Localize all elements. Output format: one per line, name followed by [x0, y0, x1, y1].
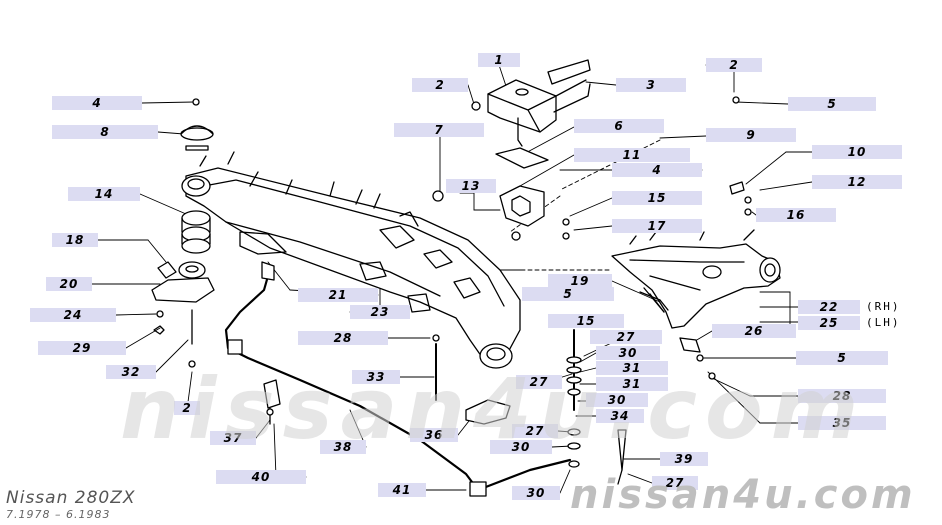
callout-c3: 3	[616, 78, 686, 92]
callout-c31b: 31	[596, 377, 668, 391]
callout-c37: 37	[210, 431, 256, 445]
variant-lh: (LH)	[866, 316, 901, 329]
callout-c41: 41	[378, 483, 426, 497]
callout-c4a: 4	[52, 96, 142, 110]
callout-c5a: 5	[788, 97, 876, 111]
callout-c23: 23	[350, 305, 410, 319]
callout-c31a: 31	[596, 361, 668, 375]
callout-c22: 22	[798, 300, 860, 314]
callout-c36: 36	[410, 428, 458, 442]
lower-control-arm	[611, 96, 781, 380]
callout-c27a: 27	[590, 330, 662, 344]
variant-rh: (RH)	[866, 300, 901, 313]
callout-c39: 39	[660, 452, 708, 466]
callout-c35: 35	[798, 416, 886, 430]
callout-c16: 16	[756, 208, 836, 222]
model-years: 7.1978 – 6.1983	[6, 508, 111, 521]
callout-c15b: 15	[548, 314, 624, 328]
callout-c19: 19	[548, 274, 612, 288]
callout-c2b: 2	[706, 58, 762, 72]
callout-c27b: 27	[516, 375, 562, 389]
callout-c20: 20	[46, 277, 92, 291]
callout-c13: 13	[446, 179, 496, 193]
callout-c38: 38	[320, 440, 366, 454]
callout-c30c: 30	[490, 440, 552, 454]
callout-c6: 6	[574, 119, 664, 133]
rear-crossmember	[181, 151, 521, 369]
watermark: nissan4u.com	[120, 360, 867, 458]
mount-insulators	[151, 98, 215, 368]
callout-c24: 24	[30, 308, 116, 322]
callout-c12: 12	[812, 175, 902, 189]
callout-c18: 18	[52, 233, 98, 247]
callout-c11: 11	[574, 148, 690, 162]
callout-c10: 10	[812, 145, 902, 159]
callout-c1: 1	[478, 53, 520, 67]
model-title: Nissan 280ZX	[6, 488, 136, 508]
callout-c2c: 2	[174, 401, 200, 415]
callout-c32: 32	[106, 365, 156, 379]
callout-c28b: 28	[798, 389, 886, 403]
callout-c25: 25	[798, 316, 860, 330]
callout-c5c: 5	[796, 351, 888, 365]
callout-c2a: 2	[412, 78, 468, 92]
watermark-corner: nissan4u.com	[570, 472, 916, 518]
callout-c14: 14	[68, 187, 140, 201]
callout-c30a: 30	[596, 346, 660, 360]
callout-c30b: 30	[586, 393, 648, 407]
callout-c30d: 30	[512, 486, 560, 500]
callout-c5b: 5	[522, 287, 614, 301]
callout-c8: 8	[52, 125, 158, 139]
callout-c33: 33	[352, 370, 400, 384]
callout-c27d: 27	[652, 476, 698, 490]
callout-c17: 17	[612, 219, 702, 233]
callout-c34: 34	[596, 409, 644, 423]
stabilizer-bar	[224, 274, 572, 492]
callout-c21: 21	[298, 288, 378, 302]
callout-c28a: 28	[298, 331, 388, 345]
callout-c29: 29	[38, 341, 126, 355]
stabilizer-parts	[227, 261, 665, 497]
callout-c4b: 4	[612, 163, 702, 177]
callout-c15a: 15	[612, 191, 702, 205]
callout-c27c: 27	[512, 424, 558, 438]
differential-mount	[432, 59, 591, 241]
callout-c26: 26	[712, 324, 796, 338]
callout-c7: 7	[394, 123, 484, 137]
callout-c9: 9	[706, 128, 796, 142]
callout-c40: 40	[216, 470, 306, 484]
